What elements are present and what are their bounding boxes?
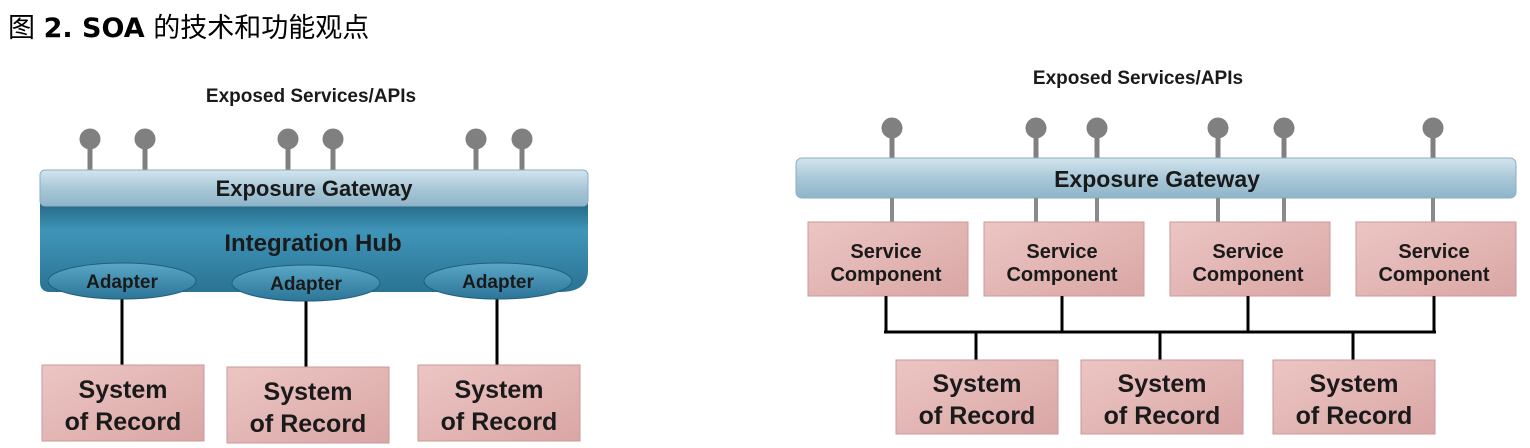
system-of-record-box: System of Record — [1080, 359, 1244, 435]
right-gateway-links — [890, 198, 1435, 222]
left-exposure-gateway-label: Exposure Gateway — [216, 176, 414, 201]
adapter-label: Adapter — [86, 272, 158, 293]
adapter — [47, 262, 197, 300]
api-pin-icon — [277, 128, 299, 170]
adapter-label: Adapter — [462, 272, 534, 293]
right-exposed-services-label: Exposed Services/APIs — [1033, 68, 1243, 89]
system-label-line1: System — [455, 376, 544, 404]
right-diagram: Exposed Services/APIs Exposure Gateway — [795, 68, 1517, 435]
system-label-line2: of Record — [1296, 402, 1413, 430]
system-label-line2: of Record — [1104, 402, 1221, 430]
service-component-box: Service Component — [807, 221, 969, 297]
caption-title: 的技术和功能观点 — [153, 13, 370, 44]
api-pin-icon — [1207, 117, 1229, 158]
right-exposure-gateway-label: Exposure Gateway — [1054, 166, 1260, 192]
adapter — [423, 262, 573, 300]
figure-caption: 图 2. SOA 的技术和功能观点 — [8, 6, 369, 45]
caption-figure-number: 2. SOA — [43, 13, 145, 44]
api-pin-icon — [134, 128, 156, 170]
system-label-line2: of Record — [441, 408, 558, 436]
component-label-line2: Component — [1006, 264, 1117, 286]
service-components: Service Component Service Component Serv… — [807, 221, 1517, 297]
component-label-line1: Service — [1212, 241, 1283, 263]
system-label-line2: of Record — [250, 410, 367, 438]
system-of-record-box: System of Record — [1272, 359, 1436, 435]
system-label-line2: of Record — [65, 408, 182, 436]
component-label-line1: Service — [850, 241, 921, 263]
api-pin-icon — [1086, 117, 1108, 158]
service-component-box: Service Component — [1169, 221, 1331, 297]
right-bus-lines — [884, 296, 1436, 360]
api-pin-icon — [465, 128, 487, 170]
right-systems-of-record: System of Record System of Record System… — [895, 359, 1436, 435]
component-label-line2: Component — [1378, 264, 1489, 286]
system-label-line1: System — [1118, 370, 1207, 398]
left-systems-of-record: System of Record System of Record System… — [41, 364, 581, 444]
adapter-label: Adapter — [270, 274, 342, 295]
system-of-record-box: System of Record — [41, 364, 205, 442]
component-label-line2: Component — [830, 264, 941, 286]
system-of-record-box: System of Record — [895, 359, 1059, 435]
system-label-line2: of Record — [919, 402, 1036, 430]
caption-prefix: 图 — [8, 13, 35, 44]
api-pin-icon — [1025, 117, 1047, 158]
service-component-box: Service Component — [983, 221, 1145, 297]
system-label-line1: System — [79, 376, 168, 404]
component-label-line2: Component — [1192, 264, 1303, 286]
left-diagram: Exposed Services/APIs Integration Hub Ex… — [39, 86, 589, 444]
component-label-line1: Service — [1026, 241, 1097, 263]
service-component-box: Service Component — [1355, 221, 1517, 297]
api-pin-icon — [1422, 117, 1444, 158]
left-exposed-services-label: Exposed Services/APIs — [206, 86, 416, 107]
right-api-pins — [881, 117, 1444, 158]
right-exposure-gateway — [795, 157, 1517, 199]
api-pin-icon — [881, 117, 903, 158]
left-adapters: Adapter Adapter Adapter — [47, 262, 573, 302]
api-pin-icon — [79, 128, 101, 170]
api-pin-icon — [322, 128, 344, 170]
api-pin-icon — [1273, 117, 1295, 158]
adapter — [231, 264, 381, 302]
integration-hub-label: Integration Hub — [224, 230, 401, 257]
left-exposure-gateway — [39, 169, 589, 207]
system-label-line1: System — [933, 370, 1022, 398]
system-of-record-box: System of Record — [417, 364, 581, 442]
left-connector-lines — [120, 294, 499, 367]
system-of-record-box: System of Record — [226, 366, 390, 444]
component-label-line1: Service — [1398, 241, 1469, 263]
left-api-pins — [79, 128, 533, 170]
api-pin-icon — [511, 128, 533, 170]
system-label-line1: System — [1310, 370, 1399, 398]
system-label-line1: System — [264, 378, 353, 406]
